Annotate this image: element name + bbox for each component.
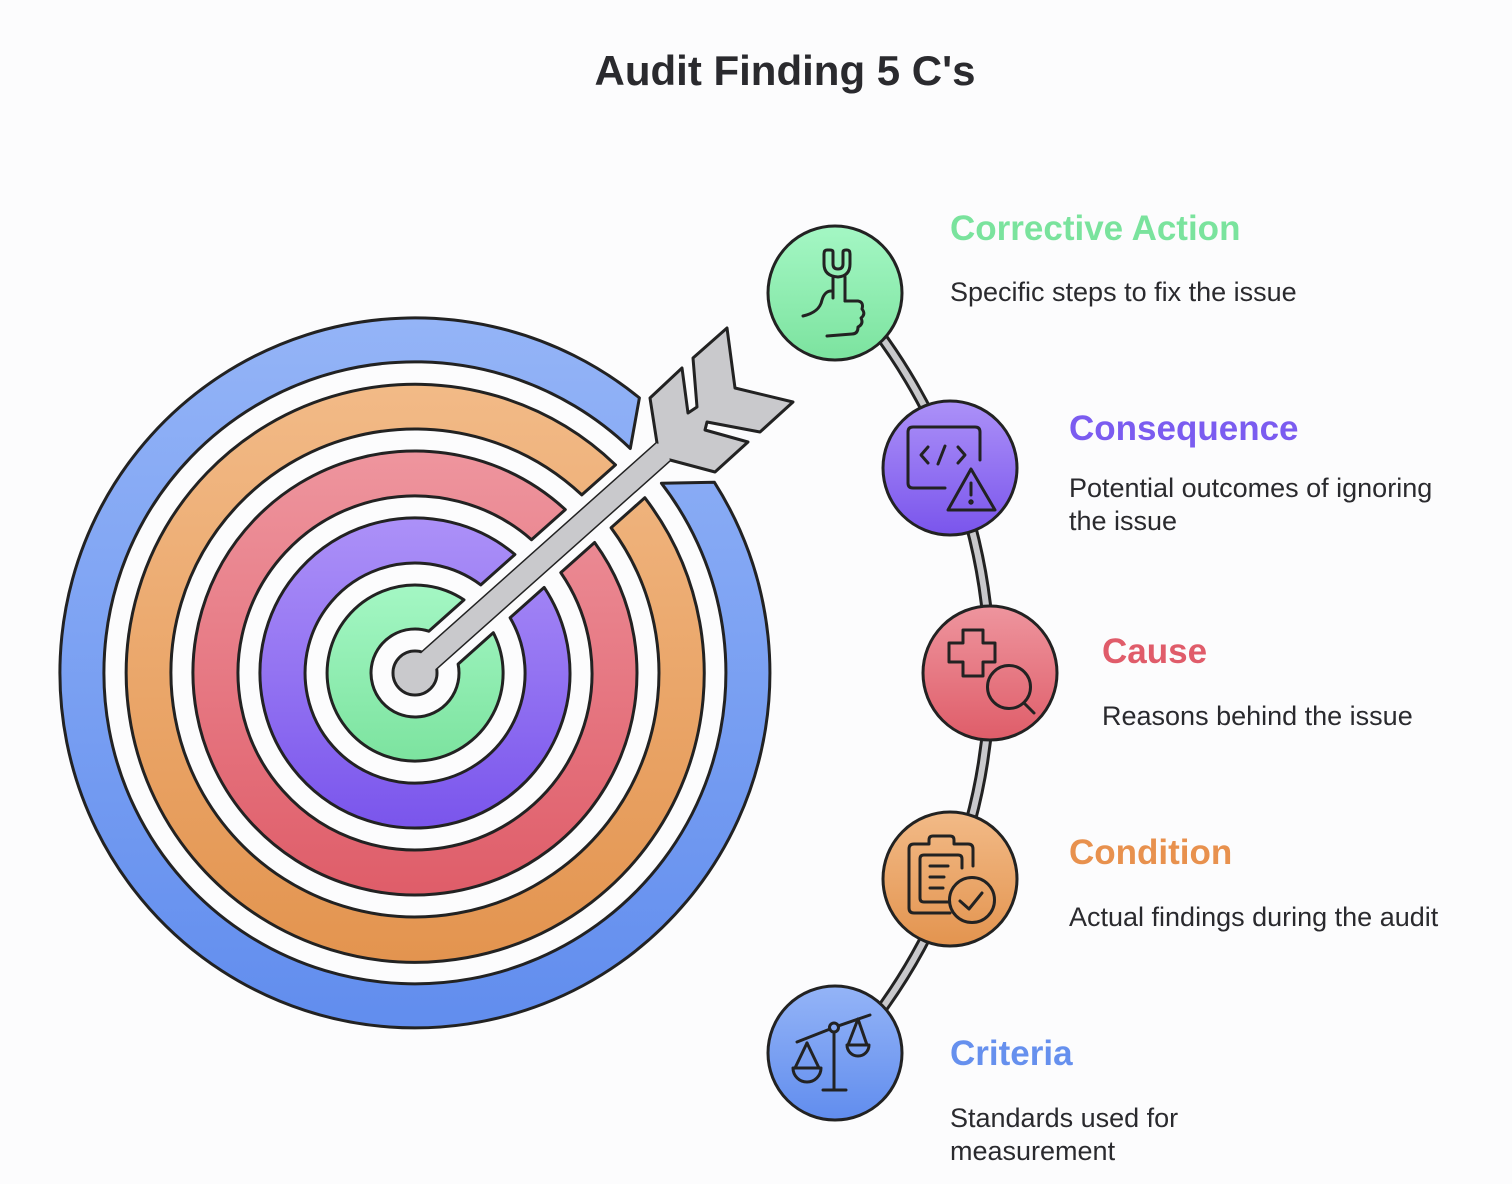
badge-corrective-action <box>766 224 904 362</box>
badge-criteria <box>766 984 904 1122</box>
badge-condition <box>881 810 1019 948</box>
ring-cause <box>191 449 639 897</box>
page-title: Audit Finding 5 C's <box>594 47 976 94</box>
badge-consequence <box>881 399 1019 537</box>
badge-circle <box>881 399 1019 537</box>
item-title-corrective-action: Corrective Action <box>950 209 1241 248</box>
arrow-hub-fill <box>394 652 436 694</box>
clipboard-check-icon <box>907 834 996 924</box>
item-title-condition: Condition <box>1069 833 1233 872</box>
item-title-cause: Cause <box>1102 632 1208 671</box>
code-warning-icon <box>906 425 997 512</box>
badge-cause <box>921 604 1059 742</box>
badge-circle <box>881 810 1019 948</box>
badge-circle <box>766 224 904 362</box>
ring-condition <box>124 382 706 964</box>
balance-scale-icon <box>791 1013 872 1092</box>
item-description-consequence: Potential outcomes of ignoring the issue <box>1069 473 1433 536</box>
ring-criteria <box>58 316 772 1030</box>
item-title-criteria: Criteria <box>950 1034 1073 1073</box>
item-description-cause: Reasons behind the issue <box>1102 701 1413 731</box>
item-description-corrective-action: Specific steps to fix the issue <box>950 277 1297 307</box>
wrench-thumbs-up-icon <box>801 248 866 338</box>
medical-cross-magnifier-icon <box>947 628 1036 715</box>
target <box>58 316 772 1030</box>
arrow-shaft-fill <box>408 443 670 681</box>
item-title-consequence: Consequence <box>1069 409 1299 448</box>
arrow-icon <box>391 326 795 697</box>
ring-corrective-action <box>325 583 505 763</box>
badge-circle <box>921 604 1059 742</box>
ring-consequence <box>258 516 572 830</box>
item-description-condition: Actual findings during the audit <box>1069 902 1439 932</box>
item-description-criteria: Standards used for measurement <box>950 1103 1179 1166</box>
